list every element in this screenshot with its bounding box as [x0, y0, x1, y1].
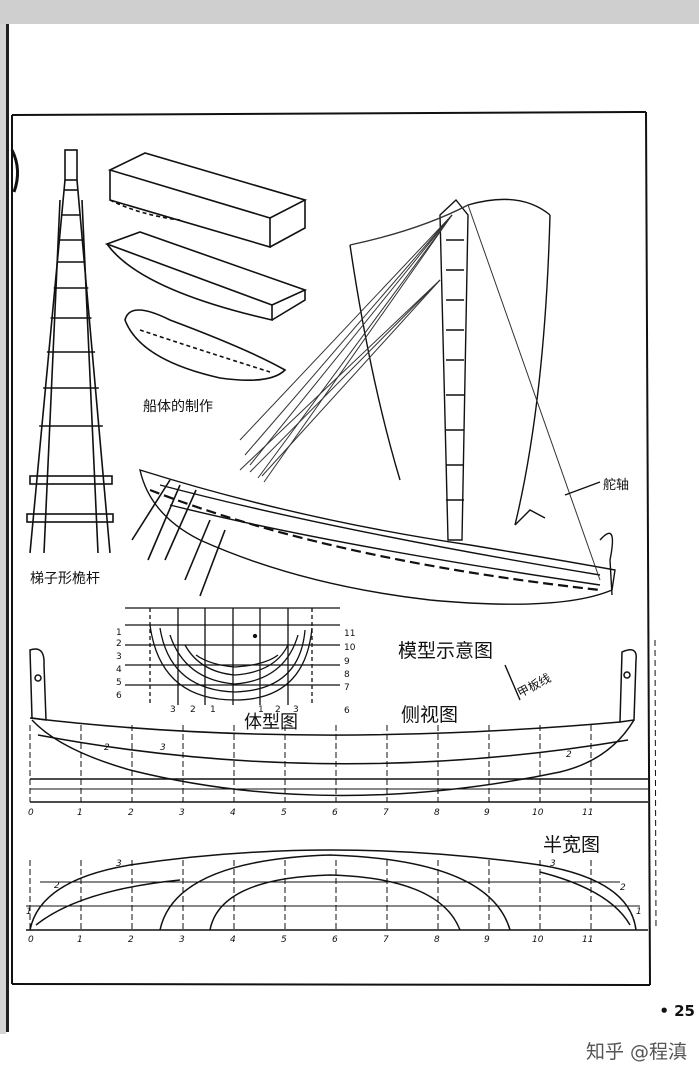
side-station-number: 7	[383, 808, 389, 818]
mast-rungs	[39, 189, 103, 427]
oar	[131, 479, 171, 541]
rigging-line	[239, 214, 453, 441]
rigging-line	[249, 279, 441, 473]
side-view-numbers: 2 3 2 0 1 2 3 4 5 6 7 8 9 10 11	[28, 743, 593, 818]
body-plan-left-number: 1	[116, 628, 122, 638]
half-station-number: 9	[484, 935, 490, 945]
half-station-number: 8	[434, 935, 440, 945]
oar	[199, 529, 226, 597]
body-plan-right-number: 7	[344, 683, 350, 693]
model-sketch-caption: 模型示意图	[398, 640, 494, 662]
side-view-drawing	[29, 648, 648, 803]
side-view-caption: 侧视图	[401, 704, 459, 726]
rigging-line	[263, 214, 453, 483]
half-line-number: 3	[116, 859, 122, 869]
rigging-line	[249, 214, 453, 466]
page-number: • 25	[659, 1002, 695, 1020]
oar	[184, 519, 211, 581]
body-plan-left-number: 5	[116, 678, 122, 688]
half-line-number: 2	[54, 881, 60, 891]
body-plan-bottom-number: 3	[293, 705, 299, 715]
side-station-number: 11	[582, 808, 593, 818]
side-station-number: 10	[532, 808, 544, 818]
side-station-number: 1	[77, 808, 83, 818]
window-top-bar	[0, 0, 699, 24]
window-left-bar	[0, 24, 6, 1034]
body-plan-caption: 体型图	[244, 712, 298, 733]
half-breadth-drawing	[26, 849, 648, 931]
oar	[147, 484, 181, 561]
half-line-number: 3	[550, 859, 556, 869]
body-plan-bottom-number: 1	[210, 705, 216, 715]
half-line-number: 1	[26, 907, 32, 917]
half-station-number: 6	[332, 935, 338, 945]
body-plan-left-number: 4	[116, 665, 122, 675]
side-waterline-number: 3	[160, 743, 166, 753]
side-station-number: 0	[28, 808, 34, 818]
side-station-number: 4	[230, 808, 236, 818]
rigging-line	[261, 279, 441, 477]
body-plan-right-number: 9	[344, 657, 350, 667]
half-breadth-caption: 半宽图	[543, 834, 601, 856]
body-plan-numbers: 1 2 3 4 5 6 11 10 9 8 7 6 3 2 1 1 2 3	[116, 628, 356, 716]
hull-blocks-drawing	[104, 152, 308, 382]
side-waterline-number: 2	[104, 743, 110, 753]
body-plan-drawing	[125, 607, 340, 705]
watermark: 知乎 @程滇	[585, 1041, 687, 1063]
oar	[164, 489, 197, 561]
half-station-number: 3	[179, 935, 185, 945]
body-plan-bottom-number: 1	[258, 705, 264, 715]
rigging-line	[244, 214, 453, 456]
half-station-number: 0	[28, 935, 34, 945]
half-breadth-numbers: 1 2 3 3 2 1 0 1 2 3 4 5 6 7 8 9 10 11	[26, 859, 642, 945]
side-station-number: 6	[332, 808, 338, 818]
body-plan-left-number: 2	[116, 639, 122, 649]
half-station-number: 4	[230, 935, 236, 945]
side-waterline-number: 2	[566, 750, 572, 760]
half-station-number: 1	[77, 935, 83, 945]
half-station-number: 7	[383, 935, 389, 945]
half-station-number: 10	[532, 935, 544, 945]
body-plan-right-number: 11	[344, 629, 355, 639]
page-left-edge	[6, 24, 9, 1032]
hull-making-caption: 船体的制作	[143, 399, 213, 415]
half-line-number: 2	[620, 883, 626, 893]
body-plan-right-number: 10	[344, 643, 356, 653]
body-plan-bottom-number: 2	[190, 705, 196, 715]
body-plan-bottom-number: 3	[170, 705, 176, 715]
mast-caption: 梯子形桅杆	[30, 571, 100, 587]
half-station-number: 11	[582, 935, 593, 945]
rigging-line	[467, 204, 601, 581]
side-station-number: 8	[434, 808, 440, 818]
body-plan-left-number: 6	[116, 691, 122, 701]
page-frame	[10, 111, 657, 986]
side-station-number: 9	[484, 808, 490, 818]
side-station-number: 3	[179, 808, 185, 818]
half-line-number: 1	[636, 907, 642, 917]
rudder-label: 舵轴	[603, 478, 630, 493]
half-station-number: 2	[128, 935, 134, 945]
half-station-number: 5	[281, 935, 287, 945]
ladder-mast-drawing	[26, 149, 114, 554]
body-plan-right-number: 8	[344, 670, 350, 680]
side-station-number: 5	[281, 808, 287, 818]
rigging-line	[239, 279, 441, 471]
body-plan-right-number: 6	[344, 706, 350, 716]
body-plan-left-number: 3	[116, 652, 122, 662]
side-station-number: 2	[128, 808, 134, 818]
rigging-line	[257, 214, 453, 479]
ship-model-drawing	[131, 198, 616, 701]
body-plan-bottom-number: 2	[275, 705, 281, 715]
